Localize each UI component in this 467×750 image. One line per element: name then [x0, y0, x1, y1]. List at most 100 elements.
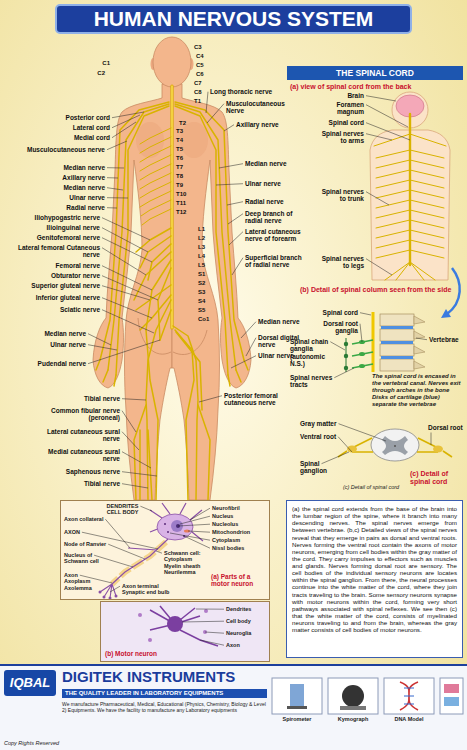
stained-neuron	[204, 609, 208, 613]
leader-line	[205, 632, 224, 633]
leader-line	[156, 551, 162, 553]
section-heading: (b) Detail of spinal column seen from th…	[300, 286, 452, 294]
product-thumbnails	[287, 706, 307, 709]
leader-line	[88, 334, 111, 345]
nerves	[160, 310, 171, 340]
leader-line	[102, 248, 146, 275]
nerves	[140, 236, 171, 268]
part-label: Nissl bodies	[212, 545, 264, 551]
part-label: Ventral root	[300, 433, 338, 440]
leader-line	[112, 115, 140, 128]
leader-line	[360, 313, 371, 315]
motor-neuron-drawing	[115, 595, 118, 598]
leader-line	[334, 368, 354, 378]
nerve-label: Common fibular nerve (peroneal)	[40, 407, 120, 422]
part-label: Vertebrae	[429, 336, 463, 343]
footer-ground	[0, 664, 467, 666]
spinal-column-side	[381, 326, 413, 329]
leader-line	[112, 122, 136, 138]
footer-ground	[0, 664, 467, 750]
motor-neuron-drawing	[167, 531, 169, 533]
part-label: Spinal cord	[314, 119, 364, 126]
vertebra-number: T5	[176, 146, 192, 153]
leader-line	[122, 452, 151, 468]
spinal-cord-back-view	[370, 92, 450, 280]
leader-line	[330, 342, 345, 350]
part-label: Dendrites	[226, 606, 268, 612]
spinal-cord-back-view	[410, 134, 446, 280]
vertebra-number: C8	[194, 89, 210, 96]
spinal-cord-section	[394, 445, 396, 447]
vertebra-number: S5	[198, 307, 214, 314]
spinal-column-side	[344, 342, 348, 346]
leader-line	[108, 544, 145, 559]
leader-line	[232, 258, 243, 275]
motor-neuron-drawing	[150, 503, 203, 541]
section-band: THE SPINAL CORD	[287, 66, 463, 80]
leader-line	[366, 105, 408, 127]
part-label: Cytoplasm	[212, 537, 264, 543]
leader-line	[122, 411, 136, 432]
leader-line	[122, 484, 148, 488]
nerves	[198, 405, 210, 500]
nerve-label: Genitofemoral nerve	[10, 234, 100, 241]
neuron-panel-ground	[60, 500, 270, 600]
band-text: THE SPINAL CORD	[287, 66, 463, 80]
spinal-column-side	[381, 356, 413, 359]
part-label: Gray matter	[300, 420, 352, 427]
nerve-label: Median nerve	[245, 160, 300, 167]
panel-caption: (a) Parts of a motor neuron	[211, 573, 267, 588]
product-thumbnails	[328, 678, 378, 714]
body-text: (a) the spinal cord extends from the bas…	[292, 505, 457, 633]
vertebra-number: T4	[176, 137, 192, 144]
part-label: Axon collateral	[64, 516, 114, 522]
vertebra-number: S4	[198, 298, 214, 305]
leader-line	[110, 586, 120, 592]
spinal-column-side	[380, 314, 414, 326]
stained-neuron	[148, 638, 152, 642]
nerves	[175, 330, 194, 500]
vertebra-number: L5	[198, 262, 214, 269]
leader-line	[170, 533, 210, 540]
leader-line	[178, 524, 210, 526]
product-caption: DNA Model	[384, 716, 434, 722]
spinal-column-side	[344, 354, 348, 358]
nerve-label: Musculocutaneous Nerve	[226, 100, 284, 115]
nerves	[114, 375, 116, 386]
leader-line	[122, 472, 157, 476]
leader-line	[102, 238, 152, 262]
nerves	[103, 370, 108, 382]
leader-line	[228, 214, 243, 224]
leader-line	[360, 324, 362, 342]
nerves	[96, 360, 100, 370]
nerve-label: Axillary nerve	[236, 121, 284, 128]
vertebra-number: L2	[198, 235, 214, 242]
spinal-column-side	[359, 352, 365, 356]
spinal-cord-back-view	[374, 134, 410, 280]
spinal-column-side	[372, 312, 375, 372]
vertebra-number: T8	[176, 173, 192, 180]
product-caption: Kymograph	[328, 716, 378, 722]
nerves	[134, 252, 171, 300]
product-thumbnails	[440, 678, 463, 714]
spinal-column-side	[414, 316, 425, 369]
leader-line	[227, 202, 243, 205]
leader-line	[112, 112, 144, 118]
footer-note: We manufacture Pharmaceutical, Medical, …	[62, 701, 267, 713]
section-heading: (a) view of spinal cord from the back	[290, 83, 462, 91]
nerve-label: Lateral femoral Cutaneous nerve	[10, 244, 100, 259]
leader-line	[229, 232, 243, 245]
leader-line	[102, 286, 150, 300]
nerves	[140, 128, 171, 225]
nerves	[146, 260, 171, 500]
vertebra-number: C4	[196, 53, 212, 60]
motor-neuron-drawing	[103, 596, 106, 599]
nerve-label: Superficial branch of radial nerve	[245, 254, 307, 269]
product-thumbnails	[384, 678, 434, 714]
product-thumbnails	[444, 684, 459, 693]
leader-line	[219, 164, 243, 168]
nerve-label: Ulnar nerve	[16, 341, 86, 348]
panel-caption: (b) Motor neuron	[105, 650, 195, 657]
leader-line	[241, 322, 256, 338]
vertebra-number: Co1	[198, 316, 214, 323]
